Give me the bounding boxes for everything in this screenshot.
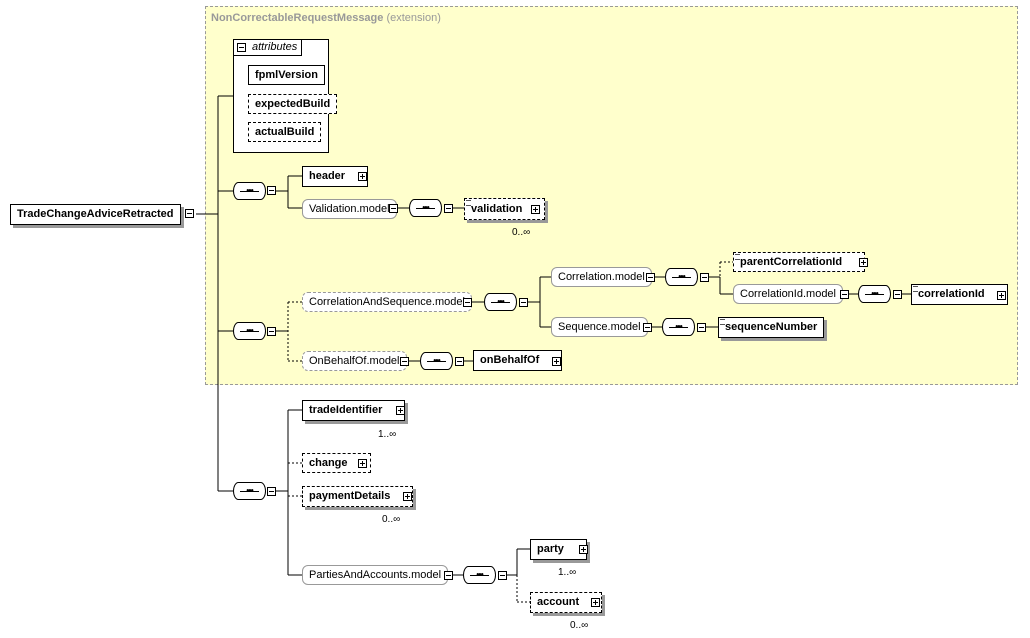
documentation-icon xyxy=(913,286,918,292)
collapse-icon[interactable] xyxy=(444,571,453,580)
attributes-tab: attributes xyxy=(233,39,302,56)
collapse-icon[interactable] xyxy=(700,273,709,282)
sequence-compositor-icon: ••• xyxy=(665,268,698,286)
collapse-icon[interactable] xyxy=(267,487,276,496)
collapse-icon[interactable] xyxy=(389,204,398,213)
collapse-icon[interactable] xyxy=(400,357,409,366)
element-change[interactable]: change xyxy=(302,453,371,473)
extension-name: NonCorrectableRequestMessage xyxy=(211,12,384,24)
expand-icon[interactable] xyxy=(403,492,412,501)
expand-icon[interactable] xyxy=(358,459,367,468)
expand-icon[interactable] xyxy=(531,205,540,214)
sequence-compositor-icon: ••• xyxy=(463,566,496,584)
collapse-icon[interactable] xyxy=(646,273,655,282)
expand-icon[interactable] xyxy=(396,406,405,415)
attr-fpml-version[interactable]: fpmlVersion xyxy=(248,65,325,85)
collapse-icon[interactable] xyxy=(463,298,472,307)
sequence-compositor-icon: ••• xyxy=(233,322,266,340)
multiplicity-party: 1..∞ xyxy=(558,567,577,578)
collapse-icon[interactable] xyxy=(643,323,652,332)
collapse-icon[interactable] xyxy=(267,327,276,336)
expand-icon[interactable] xyxy=(859,258,868,267)
expand-icon[interactable] xyxy=(552,357,561,366)
element-header[interactable]: header xyxy=(302,166,369,187)
collapse-icon[interactable] xyxy=(498,571,507,580)
expand-icon[interactable] xyxy=(358,172,367,181)
element-sequence-number[interactable]: sequenceNumber xyxy=(718,317,825,338)
collapse-icon[interactable] xyxy=(444,204,453,213)
sequence-compositor-icon: ••• xyxy=(858,285,891,303)
sequence-compositor-icon: ••• xyxy=(409,199,442,217)
attributes-label: attributes xyxy=(252,41,298,53)
collapse-icon[interactable] xyxy=(840,290,849,299)
sequence-compositor-icon: ••• xyxy=(233,182,266,200)
element-trade-identifier[interactable]: tradeIdentifier xyxy=(302,400,406,421)
group-on-behalf-of-model[interactable]: OnBehalfOf.model xyxy=(302,351,407,371)
multiplicity-trade-identifier: 1..∞ xyxy=(378,429,397,440)
documentation-icon xyxy=(466,200,471,206)
group-correlation-model[interactable]: Correlation.model xyxy=(551,267,652,287)
collapse-icon[interactable] xyxy=(237,43,246,52)
collapse-icon[interactable] xyxy=(697,323,706,332)
root-element[interactable]: TradeChangeAdviceRetracted xyxy=(10,204,181,225)
collapse-icon[interactable] xyxy=(455,357,464,366)
attr-actual-build[interactable]: actualBuild xyxy=(248,122,322,142)
sequence-compositor-icon: ••• xyxy=(233,482,266,500)
attr-expected-build[interactable]: expectedBuild xyxy=(248,94,338,114)
group-correlation-id-model[interactable]: CorrelationId.model xyxy=(733,284,843,304)
extension-suffix: (extension) xyxy=(386,12,441,24)
sequence-compositor-icon: ••• xyxy=(420,352,453,370)
multiplicity-validation: 0..∞ xyxy=(512,227,531,238)
element-on-behalf-of[interactable]: onBehalfOf xyxy=(473,350,563,371)
documentation-icon xyxy=(735,254,740,260)
element-correlation-id[interactable]: correlationId xyxy=(911,284,1008,305)
collapse-icon[interactable] xyxy=(267,186,276,195)
element-validation[interactable]: validation xyxy=(464,198,546,220)
collapse-icon[interactable] xyxy=(893,290,902,299)
expand-icon[interactable] xyxy=(591,598,600,607)
extension-title: NonCorrectableRequestMessage (extension) xyxy=(211,12,441,24)
expand-icon[interactable] xyxy=(579,545,588,554)
group-parties-accounts-model[interactable]: PartiesAndAccounts.model xyxy=(302,565,449,585)
group-sequence-model[interactable]: Sequence.model xyxy=(551,317,648,337)
group-correlation-sequence-model[interactable]: CorrelationAndSequence.model xyxy=(302,292,472,312)
multiplicity-account: 0..∞ xyxy=(570,620,589,631)
documentation-icon xyxy=(720,319,725,325)
collapse-icon[interactable] xyxy=(519,298,528,307)
element-account[interactable]: account xyxy=(530,592,603,613)
group-validation-model[interactable]: Validation.model xyxy=(302,199,397,219)
sequence-compositor-icon: ••• xyxy=(662,318,695,336)
expand-icon[interactable] xyxy=(997,291,1006,300)
element-payment-details[interactable]: paymentDetails xyxy=(302,486,414,507)
sequence-compositor-icon: ••• xyxy=(484,293,517,311)
element-parent-correlation-id[interactable]: parentCorrelationId xyxy=(733,252,866,272)
collapse-icon[interactable] xyxy=(185,209,194,218)
multiplicity-payment-details: 0..∞ xyxy=(382,514,401,525)
